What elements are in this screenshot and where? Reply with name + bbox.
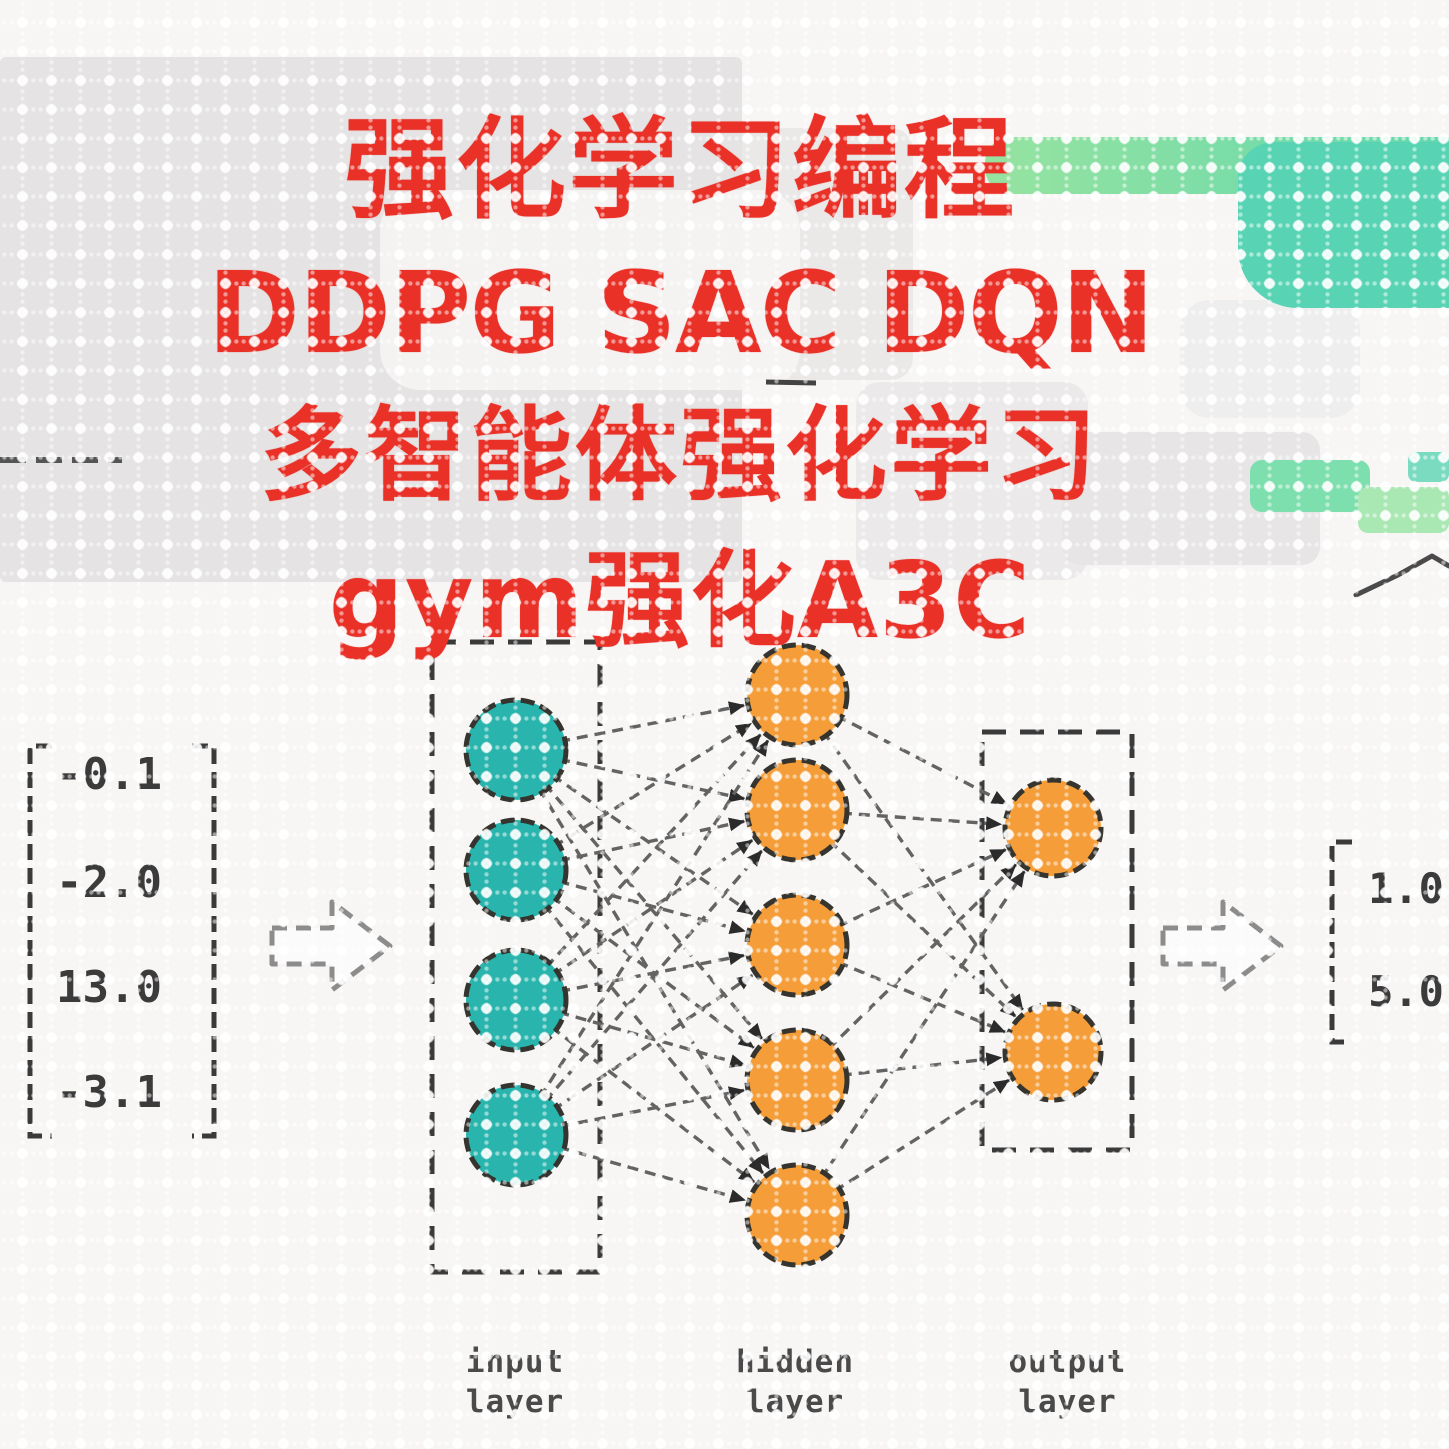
input-vector-value: -2.0 [56, 857, 162, 908]
connection-line [537, 786, 771, 1170]
output-vector-value: 1.0 [1368, 864, 1444, 913]
connection-line [557, 1145, 747, 1203]
connection-line [558, 757, 746, 803]
connection-line [558, 951, 745, 994]
input-vector-right-bracket [192, 743, 217, 1139]
input-vector-value: -3.1 [56, 1067, 162, 1118]
input-node [463, 817, 569, 923]
connection-line [819, 870, 1026, 1180]
input-node [463, 1082, 569, 1188]
input-vector-left-bracket [27, 743, 52, 1139]
input-node [463, 697, 569, 803]
hidden-layer-label: hidden layer [736, 1344, 854, 1420]
hidden-node [744, 1162, 850, 1268]
input-vector-value: -0.1 [56, 749, 162, 800]
output-layer-label: output layer [1008, 1344, 1127, 1420]
hidden-node [744, 757, 850, 863]
title-line-2: DDPG SAC DQN [207, 249, 1154, 379]
title-line-3: 多智能体强化学习 [260, 397, 1100, 516]
connection-line [549, 1025, 756, 1184]
connection-line [821, 729, 1025, 1011]
hidden-node [744, 1027, 850, 1133]
connection-line [558, 1086, 745, 1129]
connection-line [558, 701, 745, 744]
output-node [1002, 777, 1104, 879]
connection-line [551, 773, 754, 916]
network-nodes [463, 642, 1104, 1268]
connection-line [551, 973, 754, 1112]
connection-line [840, 811, 1003, 831]
title-line-4: gym强化A3C [328, 540, 1032, 662]
output-node [1002, 1001, 1104, 1103]
output-vector-left-bracket [1329, 839, 1352, 1045]
arrow-input-to-network-icon [269, 899, 393, 993]
input-vector-value: 13.0 [56, 962, 162, 1013]
sketch-dash-middle [765, 379, 817, 386]
connection-line [840, 1052, 1003, 1077]
connection-line [538, 739, 770, 1099]
connection-line [543, 782, 764, 1040]
sketch-curve-right [1353, 553, 1449, 598]
hidden-node [744, 892, 850, 998]
connection-line [552, 722, 753, 849]
arrow-network-to-output-icon [1160, 899, 1284, 993]
output-vector-value: 5.0 [1368, 967, 1444, 1016]
connection-line [543, 849, 763, 1103]
connection-line [827, 863, 1018, 1051]
input-layer-label: input layer [465, 1344, 565, 1420]
title-line-1: 强化学习编程 [344, 106, 1016, 234]
input-node [463, 947, 569, 1053]
